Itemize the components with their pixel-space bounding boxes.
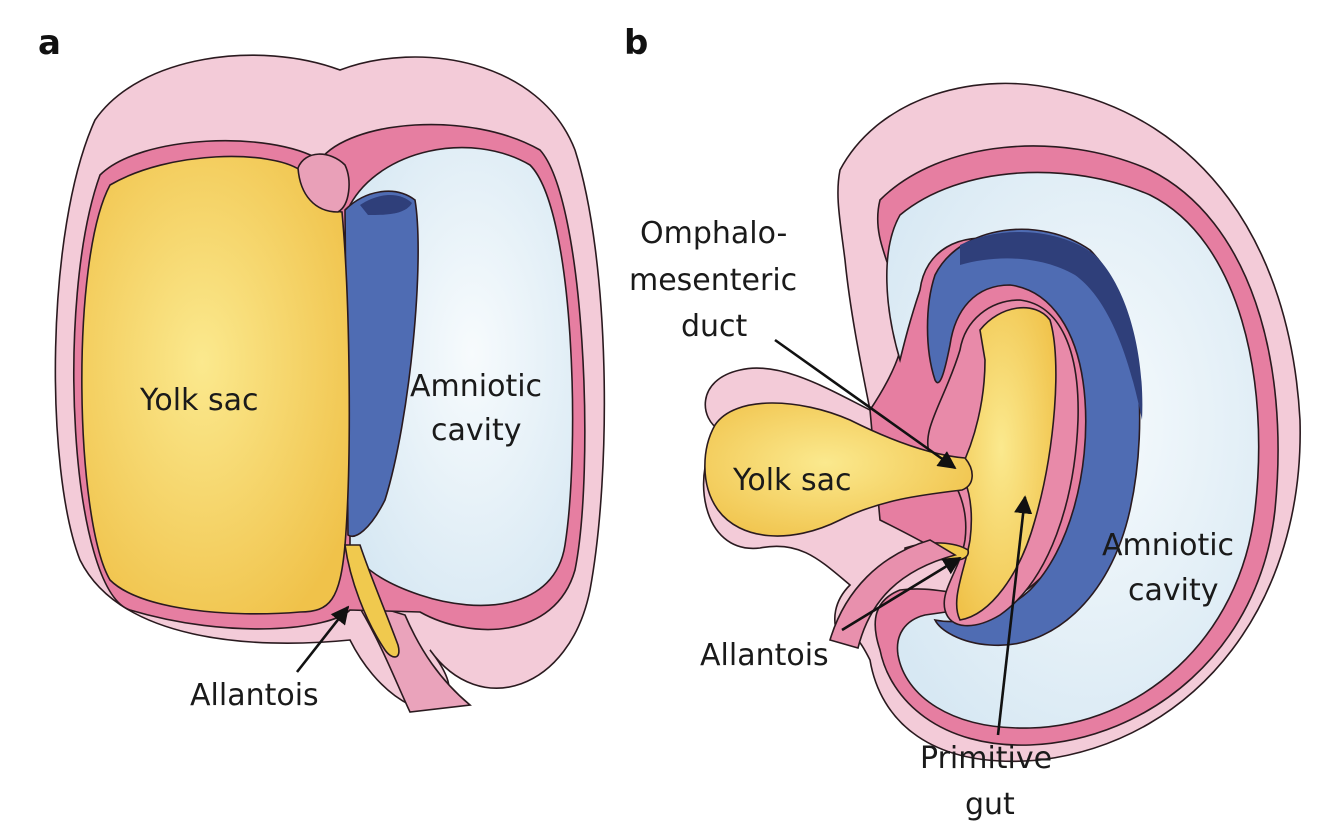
panel-b-amniotic-cavity (886, 171, 1260, 729)
panel-a-allantois (344, 544, 400, 658)
panel-b-primitive-label-2: gut (965, 787, 1015, 822)
panel-b-allantois-label: Allantois (700, 638, 829, 673)
panel-a-amniotic-label-1: Amniotic (410, 369, 542, 404)
panel-b-letter: b (624, 23, 648, 63)
panel-a-allantois-label: Allantois (190, 678, 319, 713)
panel-a-amniotic-label-2: cavity (431, 413, 521, 448)
panel-b-omphalo-label-2: mesenteric (629, 263, 797, 298)
panel-a-letter: a (38, 23, 61, 63)
panel-a: a Yolk sac Amniotic cavity Allantois (38, 23, 606, 713)
panel-b-omphalo-label-3: duct (681, 309, 748, 344)
panel-a-embryonic-disc-shade (360, 194, 412, 215)
panel-b-omphalo-arrow (774, 338, 957, 470)
panel-b-allantois-arrow (841, 556, 962, 632)
panel-b-omphalo-label-1: Omphalo- (640, 216, 787, 251)
panel-b: b Omphalo- mesenteric duct Yolk sac Amni… (624, 23, 1301, 822)
panel-a-allantois-arrow (295, 605, 350, 673)
panel-a-yolk-sac-label: Yolk sac (139, 383, 258, 418)
panel-b-connecting-stalk (829, 539, 958, 649)
panel-b-amniotic-label-2: cavity (1128, 573, 1218, 608)
panel-b-amniotic-label-1: Amniotic (1102, 528, 1234, 563)
panel-b-embryo-shade (960, 232, 1143, 420)
panel-b-primitive-label-1: Primitive (920, 741, 1052, 776)
panel-a-body-stalk-notch (297, 153, 350, 213)
panel-b-yolk-sac (704, 402, 973, 537)
panel-b-yolk-sac-label: Yolk sac (732, 463, 851, 498)
panel-b-primitive-gut-arrow (996, 495, 1033, 736)
panel-a-embryonic-disc (344, 190, 419, 537)
